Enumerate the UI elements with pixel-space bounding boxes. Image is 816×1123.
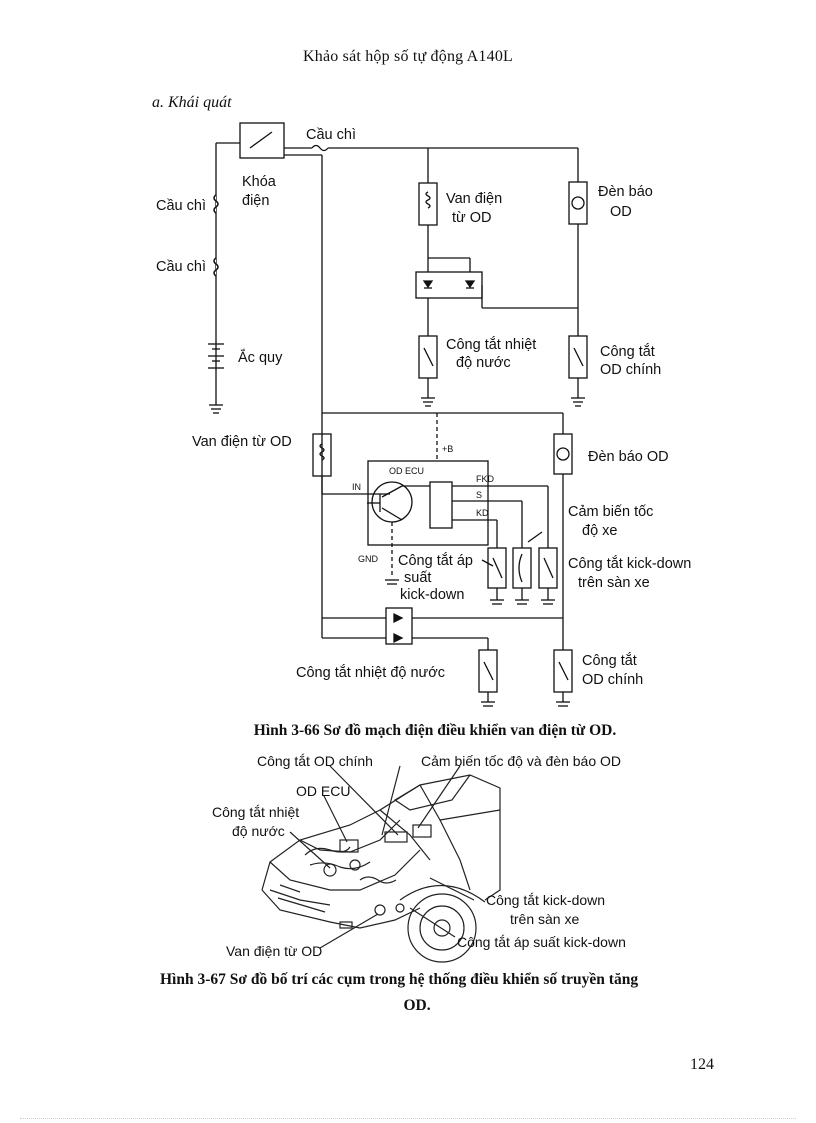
od-solenoid-label-2: từ OD xyxy=(452,210,492,226)
footer-divider xyxy=(20,1118,796,1119)
od-solenoid-lower-label: Van điện từ OD xyxy=(192,434,292,450)
od-ecu-label: OD ECU xyxy=(389,466,424,476)
kickdown-switch-label-2: trên sàn xe xyxy=(578,575,650,591)
water-temp-lower-label: Công tắt nhiệt độ nước xyxy=(296,664,445,681)
car-layout-diagram: Công tắt OD chính Cảm biến tốc độ và đèn… xyxy=(212,753,626,963)
ignition-switch-box xyxy=(239,122,285,159)
circuit-diagram: Cầu chì Khóa điện Cầu chì Cầu chì Ắc quy… xyxy=(156,122,691,707)
water-temp-car-label-2: độ nước xyxy=(232,823,285,839)
kd-pressure-car-label: Công tắt áp suất kick-down xyxy=(457,934,626,950)
kickdown-car-label-2: trên sàn xe xyxy=(510,911,579,927)
water-temp-label-1: Công tắt nhiệt xyxy=(446,336,536,353)
speed-sensor-label-2: độ xe xyxy=(582,523,617,539)
kd-label: KD xyxy=(476,508,489,518)
in-label: IN xyxy=(352,482,361,492)
od-ecu-car-label: OD ECU xyxy=(296,783,350,799)
section-heading: a. Khái quát xyxy=(152,94,232,111)
od-main-lower-label-1: Công tắt xyxy=(582,652,637,669)
od-lamp-label-2: OD xyxy=(610,204,632,220)
speed-sensor-label-1: Cảm biến tốc xyxy=(568,504,653,520)
s-label: S xyxy=(476,490,482,500)
fuse-label-left-2: Cầu chì xyxy=(156,259,206,275)
kd-pressure-label-1: Công tắt áp xyxy=(398,552,473,569)
fuse-label-top: Cầu chì xyxy=(306,127,356,143)
kickdown-car-label-1: Công tắt kick-down xyxy=(486,892,605,908)
od-main-lower-label-2: OD chính xyxy=(582,672,643,688)
kd-pressure-label-2: suất xyxy=(404,570,431,586)
od-solenoid-label-1: Van điện xyxy=(446,191,502,207)
fkd-label: FKD xyxy=(476,474,495,484)
od-lamp-label-1: Đèn báo xyxy=(598,184,653,200)
battery-label: Ắc quy xyxy=(238,348,283,366)
od-main-switch-label-1: Công tắt xyxy=(600,343,655,360)
fuse-label-left-1: Cầu chì xyxy=(156,198,206,214)
page-number: 124 xyxy=(690,1056,714,1073)
gnd-label: GND xyxy=(358,554,379,564)
figure-caption-2-line1: Hình 3-67 Sơ đồ bố trí các cụm trong hệ … xyxy=(160,971,639,988)
ignition-label-2: điện xyxy=(242,193,269,209)
speed-sensor-car-label: Cảm biến tốc độ và đèn báo OD xyxy=(421,753,621,769)
od-ecu-box xyxy=(367,460,489,546)
figure-caption-2-line2: OD. xyxy=(403,997,431,1014)
od-solenoid-car-label: Van điện từ OD xyxy=(226,943,322,959)
od-main-switch-car-label: Công tắt OD chính xyxy=(257,753,373,769)
water-temp-label-2: độ nước xyxy=(456,355,511,371)
water-temp-car-label-1: Công tắt nhiệt xyxy=(212,804,299,820)
page-header: Khảo sát hộp số tự động A140L xyxy=(302,48,514,65)
ignition-label-1: Khóa xyxy=(242,174,277,190)
kd-pressure-label-3: kick-down xyxy=(400,587,464,603)
od-main-switch-label-2: OD chính xyxy=(600,362,661,378)
plus-b-label: +B xyxy=(442,444,453,454)
kickdown-switch-label-1: Công tắt kick-down xyxy=(568,555,691,572)
od-lamp-lower-label: Đèn báo OD xyxy=(588,449,669,465)
figure-caption-1: Hình 3-66 Sơ đồ mạch điện điều khiển van… xyxy=(253,722,617,739)
